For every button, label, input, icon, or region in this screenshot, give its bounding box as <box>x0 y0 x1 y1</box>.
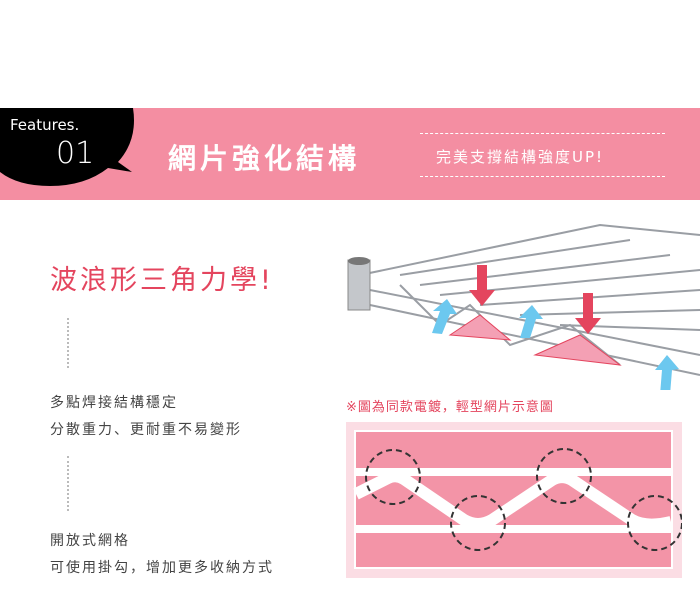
point-line: 開放式網格 <box>50 533 130 549</box>
shelf-photo <box>347 223 700 390</box>
point-text: 開放式網格 可使用掛勾，增加更多收納方式 <box>50 528 274 582</box>
point-text: 多點焊接結構穩定 分散重力、更耐重不易變形 <box>50 390 242 444</box>
weld-point-marker <box>365 448 682 551</box>
feature-number: 01 <box>56 136 95 171</box>
speech-bubble <box>0 108 134 186</box>
section-heading: 波浪形三角力學! <box>50 265 274 296</box>
wave-diagram <box>346 422 682 578</box>
feature-subtitle: 完美支撐結構強度UP! <box>436 148 605 166</box>
divider <box>420 133 665 134</box>
dotted-divider <box>67 318 69 368</box>
divider <box>420 176 665 177</box>
up-arrow-icon <box>432 299 679 390</box>
point-line: 可使用掛勾，增加更多收納方式 <box>50 560 274 576</box>
down-arrow-icon <box>469 265 601 334</box>
diagram-note: ※圖為同款電鍍，輕型網片示意圖 <box>346 400 554 415</box>
features-label: Features. <box>10 116 80 134</box>
feature-title: 網片強化結構 <box>168 142 361 175</box>
point-line: 分散重力、更耐重不易變形 <box>50 422 242 438</box>
dotted-divider <box>67 456 69 511</box>
point-line: 多點焊接結構穩定 <box>50 395 178 411</box>
